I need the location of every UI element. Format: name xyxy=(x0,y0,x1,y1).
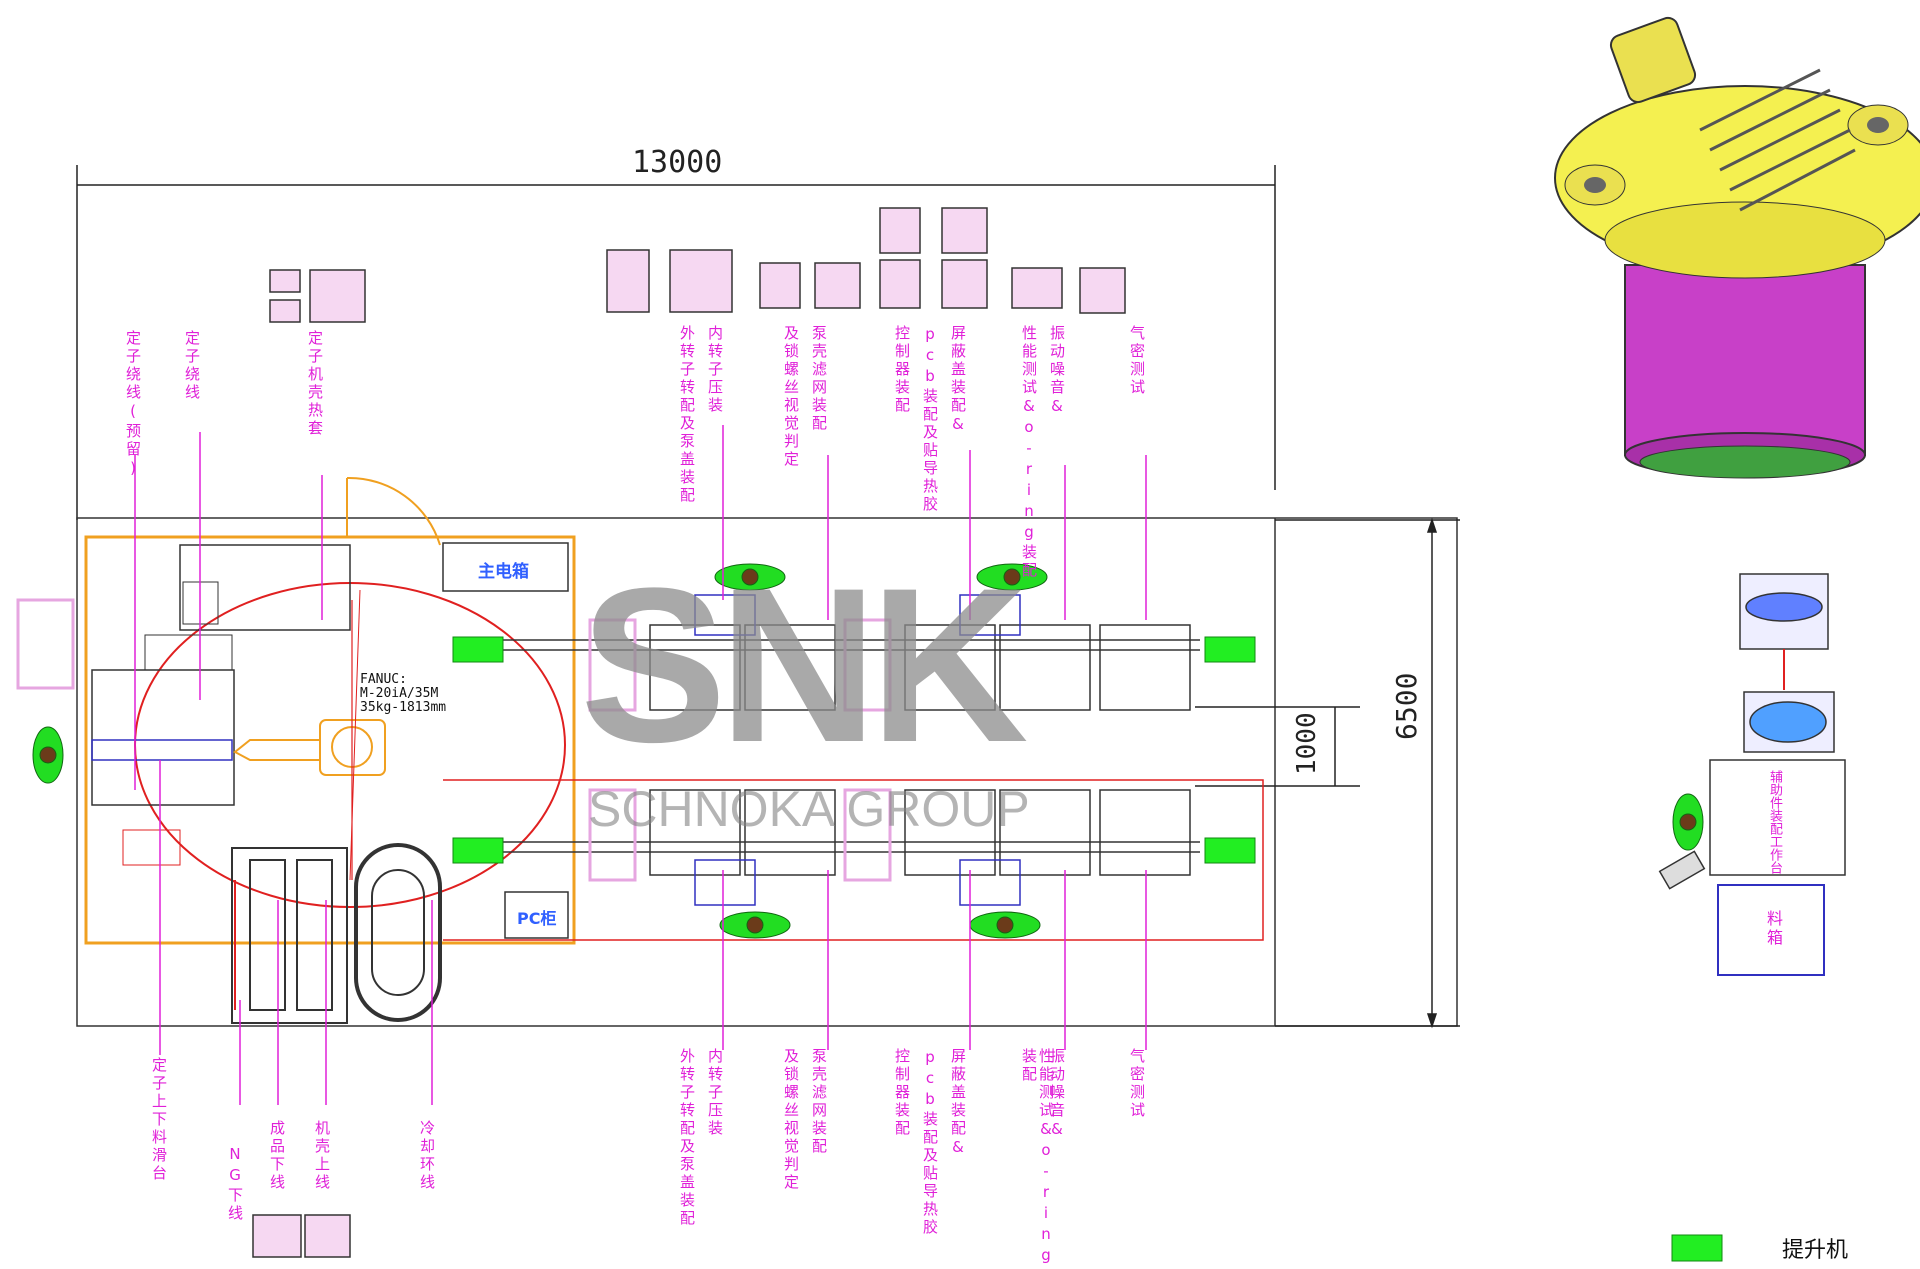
bottom-station-label: 屏蔽盖装配& xyxy=(949,1048,967,1159)
stator-load-table-label: 定子上下料滑台 xyxy=(150,1057,168,1183)
top-station-label: 泵壳滤网装配 xyxy=(810,325,828,433)
bottom-station-label: 泵壳滤网装配 xyxy=(810,1048,828,1156)
fanuc-robot xyxy=(233,589,386,881)
dimension-6500-label: 6500 xyxy=(1390,672,1423,740)
snk-logo-watermark: SNK xyxy=(580,542,1028,788)
bottom-station-label: 外转子转配及泵盖装配 xyxy=(678,1048,696,1228)
bottom-station-label: 内转子压装 xyxy=(706,1048,724,1138)
assembly-line-top xyxy=(500,594,1200,711)
ng-output-label: NG下线 xyxy=(226,1145,244,1223)
lift-legend-swatch xyxy=(1671,1234,1723,1262)
operators xyxy=(32,563,1704,939)
cooling-loop-line xyxy=(354,843,442,1022)
cooling-loop-label: 冷却环线 xyxy=(418,1120,436,1192)
housing-input-label: 机壳上线 xyxy=(313,1120,331,1192)
assembly-line-bottom xyxy=(500,789,1200,906)
pc-cabinet xyxy=(504,891,569,939)
material-box-label: 料箱 xyxy=(1764,910,1783,948)
side-assembly-area xyxy=(1658,573,1846,976)
top-station-label: 屏蔽盖装配& xyxy=(949,325,967,436)
lift-units xyxy=(452,636,1256,864)
top-station-label: 气密测试 xyxy=(1128,325,1146,397)
main-cabinet-label: 主电箱 xyxy=(478,562,529,582)
finished-output-label: 成品下线 xyxy=(268,1120,286,1192)
dimension-13000-label: 13000 xyxy=(632,145,723,180)
part-thumbnails xyxy=(252,207,1126,1258)
output-lines xyxy=(231,847,348,1024)
robot-model-label: FANUC: M-20iA/35M 35kg-1813mm xyxy=(360,672,447,715)
lift-frames xyxy=(16,598,892,882)
dimension-1000-label: 1000 xyxy=(1292,712,1322,775)
top-station-label: 及锁螺丝视觉判定 xyxy=(782,325,800,469)
robot-cell-fence xyxy=(84,535,576,945)
cell-outline xyxy=(76,517,1458,1027)
dimension-6500 xyxy=(1275,517,1460,1029)
stator-winding-reserved-label: 定子绕线(预留) xyxy=(124,330,142,480)
bottom-station-label: 及锁螺丝视觉判定 xyxy=(782,1048,800,1192)
top-station-label: 外转子转配及泵盖装配 xyxy=(678,325,696,505)
top-station-label: 控制器装配 xyxy=(893,325,911,415)
stator-housing-heat-label: 定子机壳热套 xyxy=(306,330,324,438)
main-cabinet xyxy=(442,542,569,592)
workbench-label: 辅助件装配工作台 xyxy=(1767,770,1782,874)
pump-illustration xyxy=(1554,16,1920,479)
top-station-label: 性能测试&o-ring装配 xyxy=(1020,325,1038,580)
schnoka-group-watermark: SCHNOKA GROUP xyxy=(588,781,1030,837)
stator-winding-label: 定子绕线 xyxy=(183,330,201,402)
bottom-station-label: pcb装配及贴导热胶 xyxy=(921,1048,939,1237)
top-station-label: 内转子压装 xyxy=(706,325,724,415)
bottom-station-label: 控制器装配 xyxy=(893,1048,911,1138)
bottom-station-label: 气密测试 xyxy=(1128,1048,1146,1120)
pc-cabinet-label: PC柜 xyxy=(517,909,557,928)
bottom-station-label: 振动噪音& xyxy=(1048,1048,1066,1141)
lift-legend-label: 提升机 xyxy=(1782,1238,1849,1263)
dimension-1000 xyxy=(1195,706,1360,787)
top-station-label: 振动噪音& xyxy=(1048,325,1066,418)
leader-lines xyxy=(134,425,1147,1105)
bottom-station-label: 性能测试&o-ring装配 xyxy=(1020,1048,1055,1267)
dimension-13000 xyxy=(76,165,1276,520)
top-station-label: pcb装配及贴导热胶 xyxy=(921,325,939,514)
